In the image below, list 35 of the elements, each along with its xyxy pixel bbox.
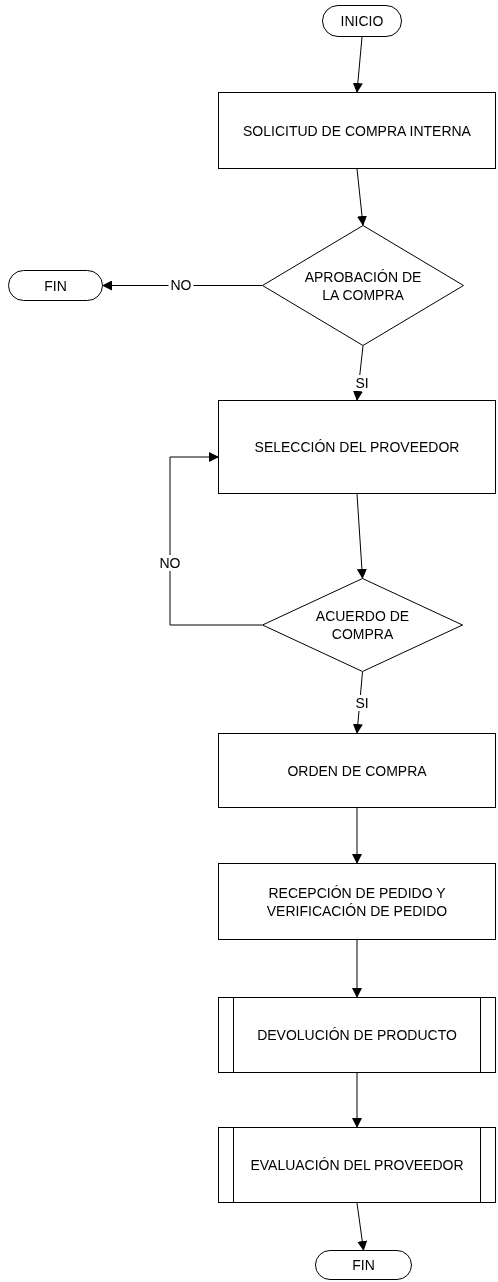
edge-label: NO [168, 277, 194, 293]
node-text: APROBACIÓN DE LA COMPRA [303, 267, 423, 304]
subprocess-box [218, 997, 496, 1073]
arrow [353, 345, 364, 401]
process-box [218, 92, 496, 169]
terminal-shape [322, 5, 402, 37]
arrow [356, 1202, 368, 1251]
arrow [352, 1072, 362, 1128]
node-text: SOLICITUD DE COMPRA INTERNA [243, 121, 471, 140]
subprocess-box [218, 1127, 496, 1203]
node-text: RECEPCIÓN DE PEDIDO Y VERIFICACIÓN DE PEDIDO [265, 883, 449, 920]
node-text: SELECCIÓN DEL PROVEEDOR [254, 438, 460, 456]
terminal-shape [8, 270, 103, 301]
node-text: FIN [352, 1256, 375, 1274]
arrow [352, 939, 362, 998]
edge-label: NO [157, 555, 183, 571]
arrow [169, 452, 263, 626]
process-box [218, 863, 496, 940]
node-text: ORDEN DE COMPRA [287, 761, 427, 780]
process-box [218, 400, 496, 494]
node-text: FIN [44, 276, 67, 295]
decision-diamond [262, 578, 463, 672]
node-text: ACUERDO DE COMPRA [314, 607, 411, 643]
arrow [352, 36, 363, 93]
decision-diamond [262, 225, 464, 346]
edge-label: SI [353, 375, 371, 391]
node-text: INICIO [340, 12, 384, 30]
terminal-shape [315, 1250, 412, 1280]
node-text: EVALUACIÓN DEL PROVEEDOR [250, 1156, 464, 1174]
arrow [356, 168, 367, 226]
edge-label: SI [353, 695, 371, 711]
process-box [218, 733, 496, 808]
arrow [352, 807, 362, 864]
node-text: DEVOLUCIÓN DE PRODUCTO [257, 1026, 457, 1044]
arrow [356, 493, 367, 579]
